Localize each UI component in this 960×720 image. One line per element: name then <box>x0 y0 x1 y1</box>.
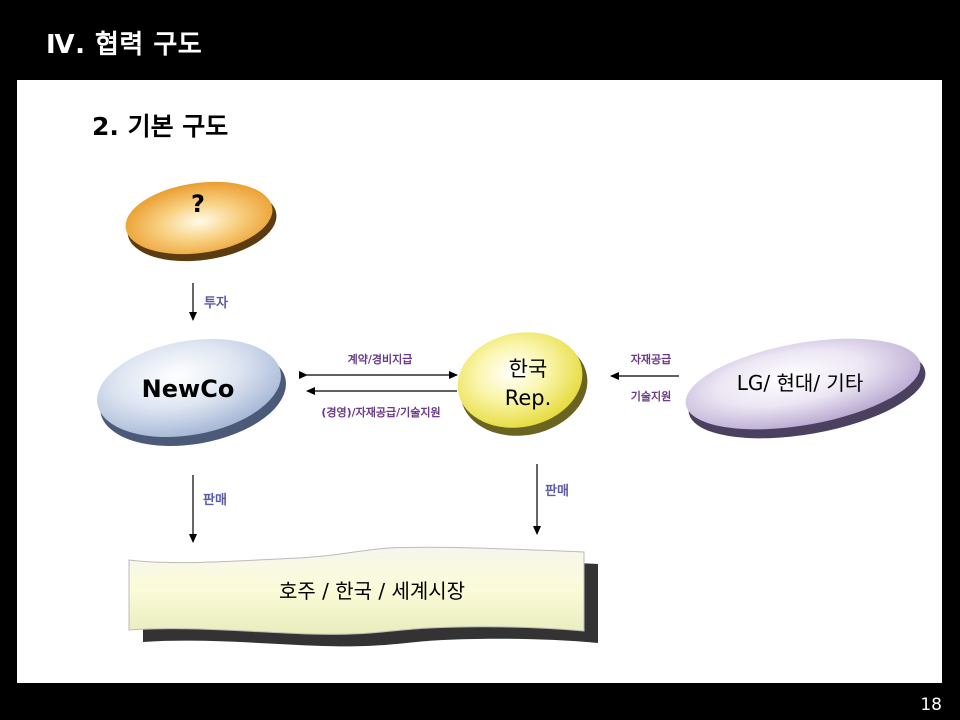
slide-title: Ⅳ. 협력 구도 <box>46 30 203 60</box>
structure-diagram: ? NewCo 한국 Rep. LG/ 현대/ 기타 호주 / 한국 / 세계시… <box>97 181 926 647</box>
support-back-label: (경영)/자재공급/기술지원 <box>321 405 440 419</box>
partners-node: LG/ 현대/ 기타 <box>685 338 926 439</box>
sales-right-label: 판매 <box>545 483 569 499</box>
korea-rep-label-line1: 한국 <box>509 357 548 381</box>
partners-label: LG/ 현대/ 기타 <box>737 371 863 395</box>
invest-label: 투자 <box>204 296 228 311</box>
market-label: 호주 / 한국 / 세계시장 <box>279 579 465 603</box>
korea-rep-node: 한국 Rep. <box>457 332 588 436</box>
market-banner: 호주 / 한국 / 세계시장 <box>128 546 598 647</box>
unknown-investor-node: ? <box>125 181 277 262</box>
newco-node: NewCo <box>97 338 286 447</box>
material-supply-label: 자재공급 <box>631 352 671 366</box>
slide-canvas: 2. 기본 구도 <box>17 80 942 683</box>
sales-left-label: 판매 <box>203 492 227 508</box>
unknown-investor-label: ? <box>191 190 205 218</box>
tech-support-label: 기술지원 <box>631 389 671 403</box>
page-number: 18 <box>920 695 942 715</box>
contract-label: 계약/경비지급 <box>348 352 413 366</box>
newco-label: NewCo <box>142 375 235 403</box>
section-title: 2. 기본 구도 <box>92 112 229 141</box>
korea-rep-label-line2: Rep. <box>505 386 552 410</box>
